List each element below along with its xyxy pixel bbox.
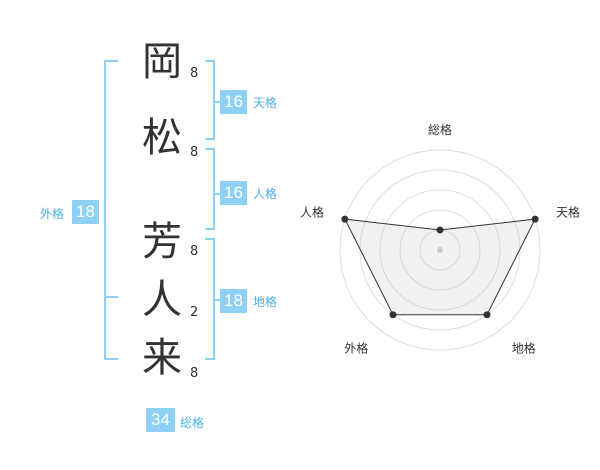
bracket-jinkaku-bottom bbox=[205, 228, 215, 230]
radar-ring-3 bbox=[379, 189, 501, 311]
radar-ring-2 bbox=[399, 209, 481, 291]
radar-point-4 bbox=[389, 311, 397, 319]
radar-point-1 bbox=[436, 226, 444, 234]
stroke-count-5: 8 bbox=[190, 366, 199, 381]
radar-axis-label-2: 天格 bbox=[556, 204, 580, 219]
name-char-1: 岡 bbox=[142, 39, 182, 85]
name-char-4: 人 bbox=[142, 277, 182, 323]
name-char-2: 松 bbox=[142, 115, 182, 161]
radar-point-5 bbox=[341, 215, 349, 223]
chikaku-badge: 18 bbox=[220, 289, 247, 313]
bracket-tenkaku-tick bbox=[213, 101, 220, 103]
bracket-tenkaku-vertical bbox=[213, 60, 215, 140]
bracket-chikaku-bottom bbox=[205, 358, 215, 360]
stroke-count-3: 8 bbox=[190, 244, 199, 259]
radar-data-polygon bbox=[344, 218, 536, 316]
bracket-gaikaku-mid bbox=[104, 296, 118, 298]
gaikaku-label: 外格 bbox=[40, 207, 65, 221]
gaikaku-badge: 18 bbox=[72, 200, 99, 224]
radar-axis-label-4: 外格 bbox=[344, 341, 368, 356]
soukaku-badge: 34 bbox=[146, 408, 175, 432]
bracket-chikaku-tick bbox=[213, 299, 220, 301]
name-char-5: 来 bbox=[142, 335, 182, 381]
radar-center-dot bbox=[437, 247, 443, 253]
chikaku-label: 地格 bbox=[253, 295, 278, 309]
bracket-jinkaku-top bbox=[205, 148, 215, 150]
jinkaku-label: 人格 bbox=[253, 187, 278, 201]
bracket-chikaku-top bbox=[205, 238, 215, 240]
radar-point-2 bbox=[531, 215, 539, 223]
radar-axis-label-5: 人格 bbox=[300, 204, 324, 219]
tenkaku-label: 天格 bbox=[253, 96, 278, 110]
bracket-jinkaku-vertical bbox=[213, 148, 215, 230]
jinkaku-badge: 16 bbox=[220, 181, 247, 205]
radar-ring-5 bbox=[339, 149, 541, 351]
bracket-tenkaku-bottom bbox=[205, 138, 215, 140]
bracket-jinkaku-tick bbox=[213, 193, 220, 195]
stroke-count-1: 8 bbox=[190, 66, 199, 81]
tenkaku-badge: 16 bbox=[220, 90, 247, 114]
bracket-gaikaku-top bbox=[104, 60, 118, 62]
bracket-gaikaku-vertical bbox=[104, 60, 106, 360]
radar-axis-label-3: 地格 bbox=[512, 341, 536, 356]
radar-point-3 bbox=[483, 311, 491, 319]
radar-axis-label-1: 総格 bbox=[428, 122, 452, 137]
soukaku-label: 総格 bbox=[180, 416, 205, 430]
bracket-gaikaku-bottom bbox=[104, 358, 118, 360]
stroke-count-2: 8 bbox=[190, 145, 199, 160]
bracket-tenkaku-top bbox=[205, 60, 215, 62]
stroke-count-4: 2 bbox=[190, 305, 199, 320]
name-char-3: 芳 bbox=[142, 219, 182, 265]
